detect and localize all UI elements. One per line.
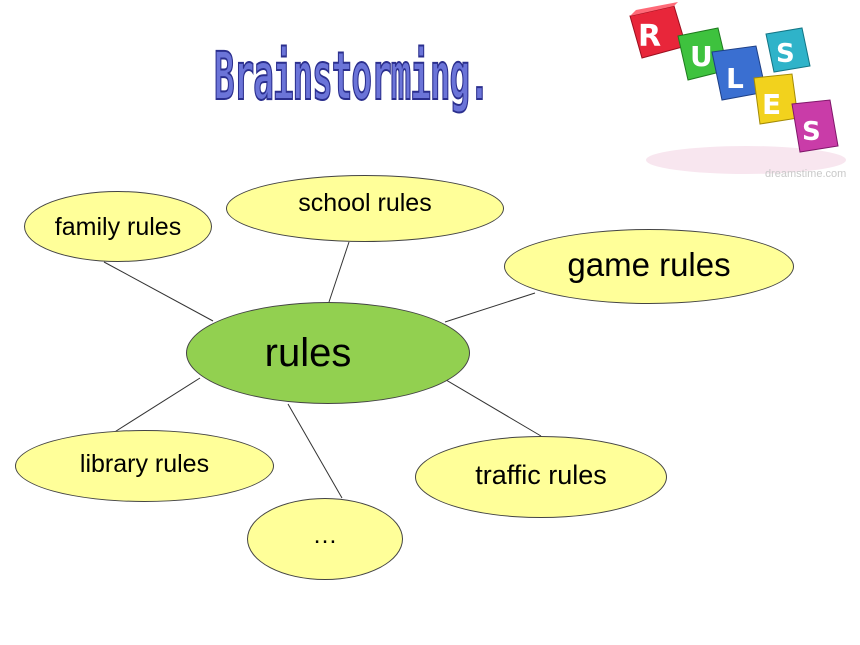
link-game <box>444 292 536 323</box>
die-letter: S <box>802 117 821 147</box>
die-l: L <box>711 45 767 101</box>
link-school <box>328 241 350 303</box>
die-e: E <box>753 73 799 125</box>
node-label: library rules <box>79 449 210 478</box>
watermark-text: dreamstime.com <box>765 168 847 180</box>
node-school-rules: school rules <box>226 175 504 242</box>
node-label: … <box>312 520 338 549</box>
die-r: R <box>629 2 687 59</box>
link-family <box>103 261 214 322</box>
logo-shadow <box>646 146 846 174</box>
die-letter: E <box>762 88 781 121</box>
link-more <box>287 403 343 499</box>
link-traffic <box>440 376 542 437</box>
node-family-rules: family rules <box>24 191 212 262</box>
node-library-rules: library rules <box>15 430 274 502</box>
hub-label: rules <box>264 330 352 375</box>
die-letter: U <box>690 40 713 73</box>
node-label: game rules <box>567 245 731 283</box>
die-letter: R <box>638 19 661 54</box>
hub-node: rules <box>186 302 470 404</box>
die-s-2: S <box>791 99 839 153</box>
node-game-rules: game rules <box>504 229 794 304</box>
page-title: Brainstorming. <box>213 38 490 115</box>
rules-dice-logo: R U L E S S <box>629 2 846 174</box>
die-s-1: S <box>765 27 811 73</box>
node-traffic-rules: traffic rules <box>415 436 667 518</box>
node-label: traffic rules <box>475 459 607 490</box>
die-letter: S <box>776 39 795 69</box>
link-library <box>112 377 201 434</box>
node-label: school rules <box>298 189 432 217</box>
node-label: family rules <box>54 213 182 241</box>
die-letter: L <box>726 62 744 95</box>
node-ellipsis: … <box>247 498 403 580</box>
